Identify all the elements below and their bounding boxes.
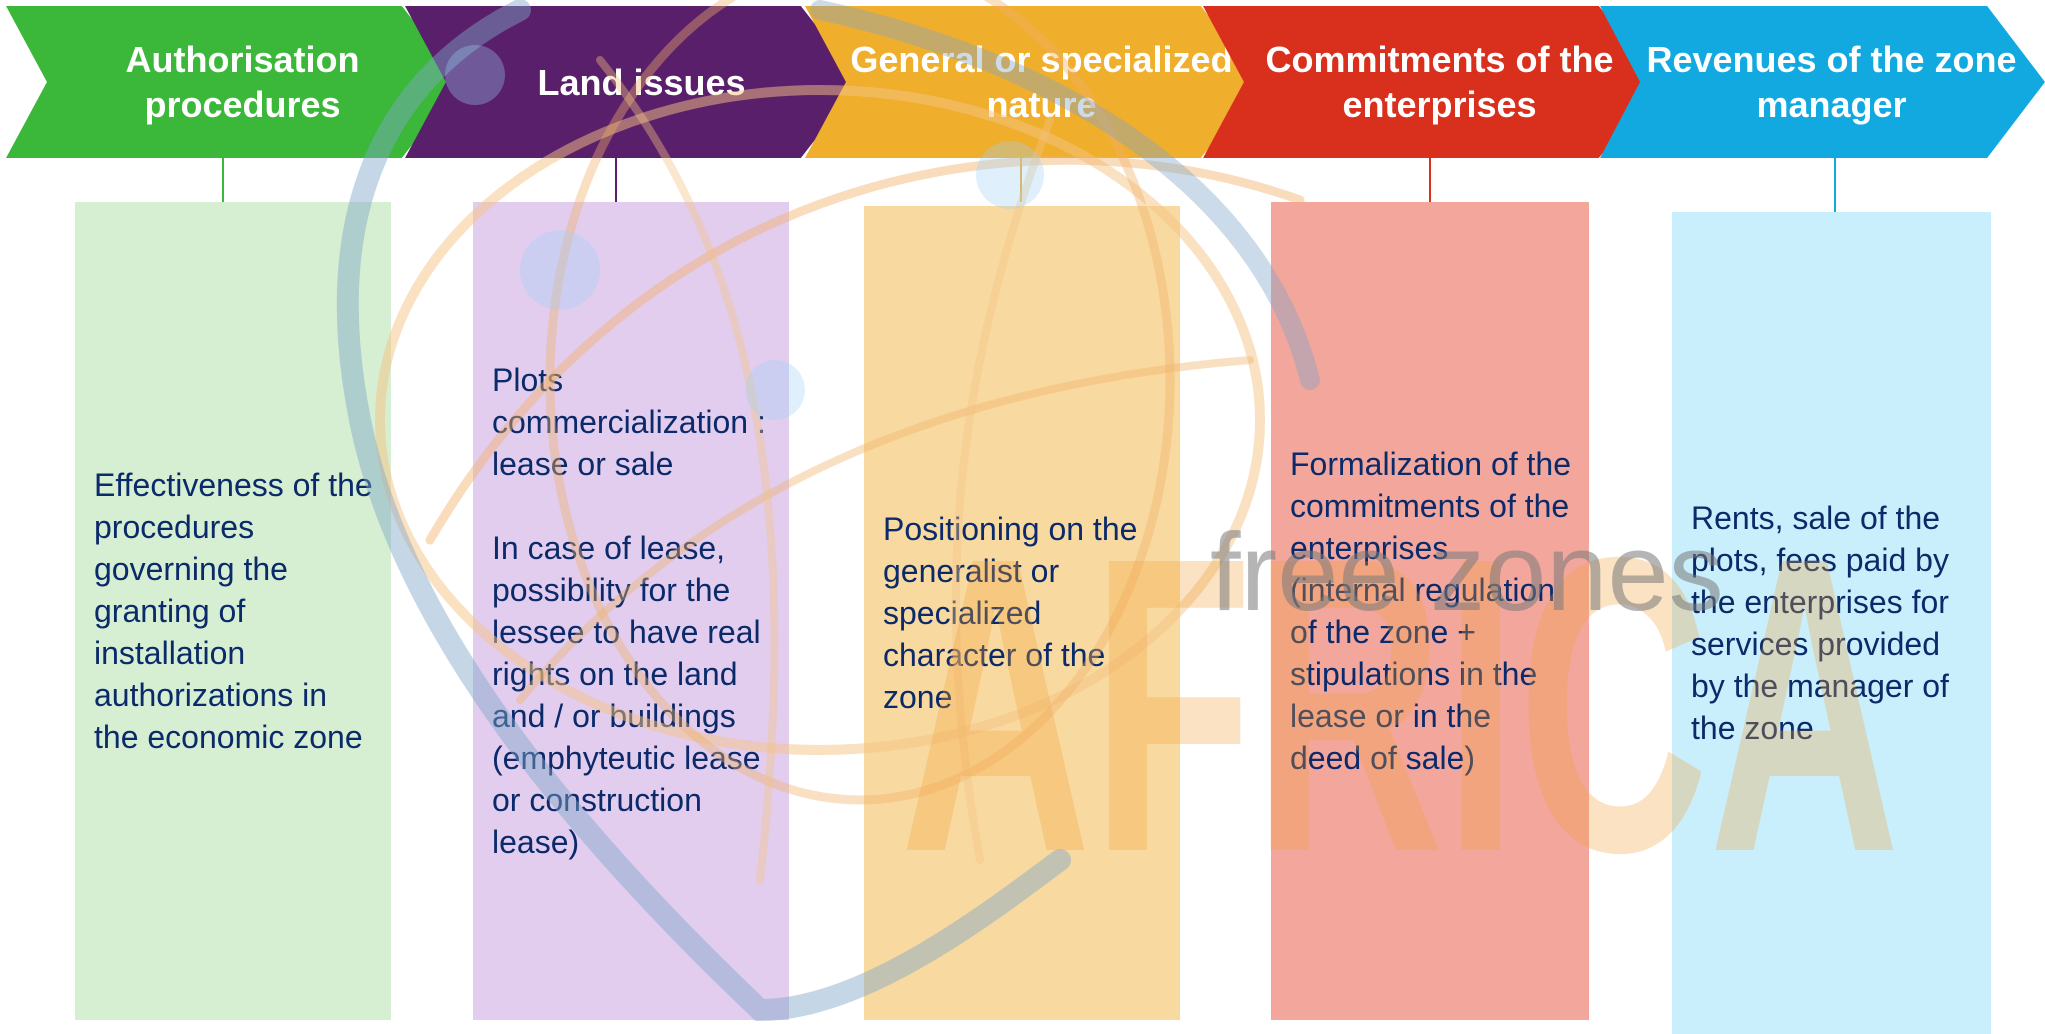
stage-5-arrow: Revenues of the zone manager [1600, 6, 2045, 158]
stage-2-text-2: In case of lease, possibility for the le… [492, 530, 761, 860]
stage-5-text: Rents, sale of the plots, fees paid by t… [1691, 500, 1949, 746]
stage-2-box: Plots commercialization : lease or sale … [473, 202, 789, 1020]
stage-3-text: Positioning on the generalist or special… [883, 511, 1138, 715]
stage-4-arrow: Commitments of the enterprises [1203, 6, 1658, 158]
stage-1-arrow: Authorisation procedures [6, 6, 461, 158]
stage-4-connector [1429, 158, 1431, 202]
stage-4-text: Formalization of the commitments of the … [1290, 446, 1572, 776]
stage-5-box: Rents, sale of the plots, fees paid by t… [1672, 212, 1991, 1034]
stage-3-title: General or specialized nature [850, 39, 1233, 125]
stage-2-title: Land issues [537, 61, 746, 103]
stage-1-connector [222, 158, 224, 202]
stage-2-arrow: Land issues [405, 6, 860, 158]
stage-5-connector [1834, 158, 1836, 212]
stage-3-connector [1020, 158, 1022, 202]
stage-4-box: Formalization of the commitments of the … [1271, 202, 1589, 1020]
stage-1-box: Effectiveness of the procedures governin… [75, 202, 391, 1020]
stage-1-title: Authorisation procedures [125, 39, 360, 125]
stage-1-text: Effectiveness of the procedures governin… [94, 467, 373, 755]
stage-4-title: Commitments of the enterprises [1265, 39, 1614, 125]
stage-3-arrow: General or specialized nature [805, 6, 1260, 158]
stage-2-connector [615, 158, 617, 202]
stage-3-box: Positioning on the generalist or special… [864, 206, 1180, 1020]
stage-2-text-1: Plots commercialization : lease or sale [492, 362, 766, 482]
stage-5-title: Revenues of the zone manager [1646, 39, 2017, 125]
